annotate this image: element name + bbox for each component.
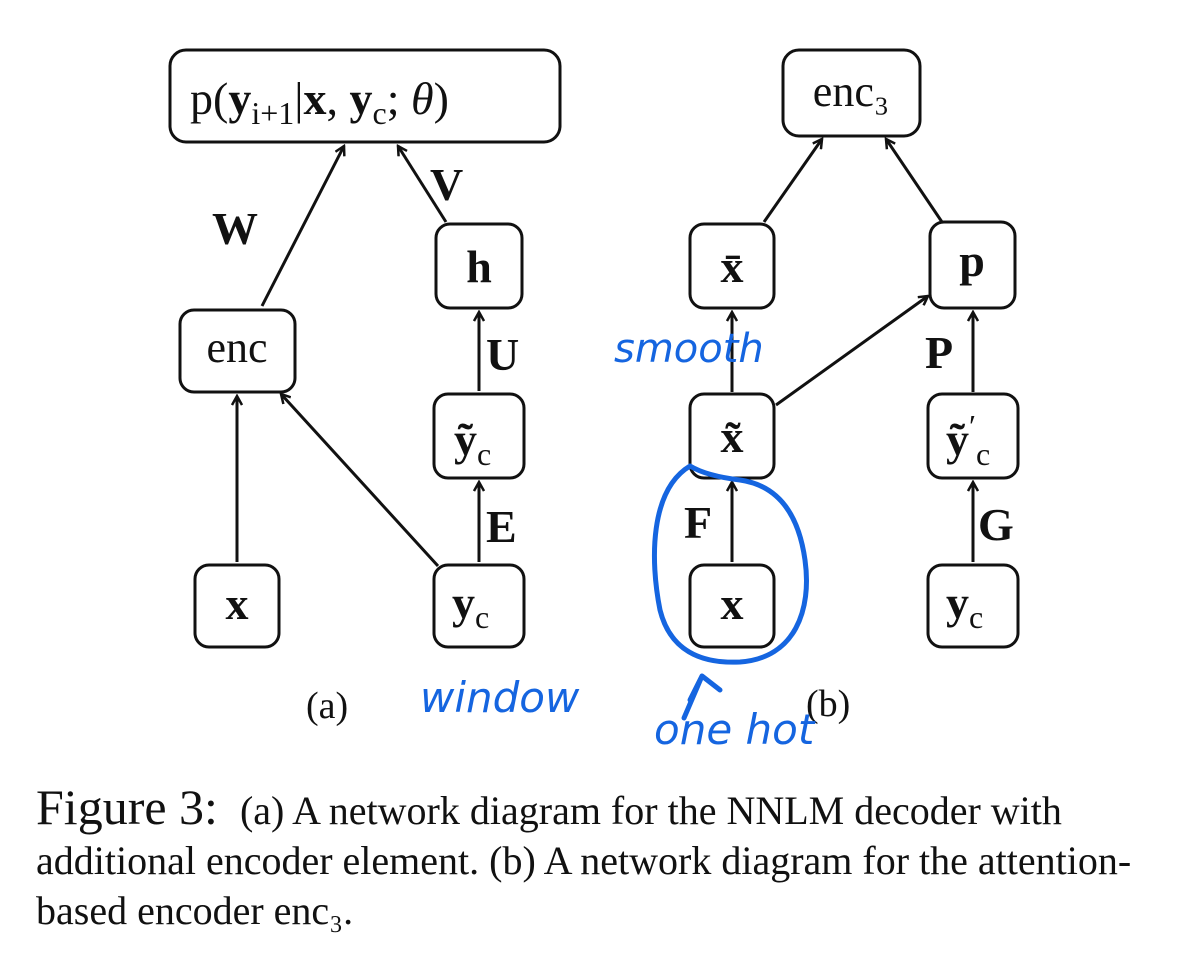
weight-G: G	[978, 499, 1014, 550]
figure-diagram: W V U E p(yi+1|x, yc; θ) enc h ỹc x yc	[168, 48, 1020, 754]
node-x-b: x	[688, 563, 776, 649]
edge-h-to-output	[398, 146, 448, 223]
edge-enc-to-output	[260, 146, 344, 307]
figure-caption: Figure 3:(a) A network diagram for the N…	[36, 782, 1146, 936]
node-x-tilde: x̃	[688, 392, 776, 480]
node-h: h	[434, 222, 524, 310]
caption-text: (a) A network diagram for the NNLM decod…	[36, 788, 1132, 933]
svg-text:x: x	[226, 578, 249, 629]
panel-b-edges	[732, 139, 973, 562]
weight-P: P	[925, 327, 953, 378]
svg-text:x̄: x̄	[721, 241, 744, 292]
edge-p-to-enc3	[886, 139, 944, 223]
svg-text:x: x	[721, 578, 744, 629]
weight-W: W	[212, 203, 258, 254]
caption-label: Figure 3:	[36, 779, 218, 835]
node-p: p	[928, 220, 1017, 310]
annotation-window: window	[420, 673, 580, 722]
svg-text:ỹ′c: ỹ′c	[946, 408, 990, 472]
annotation-circle	[651, 463, 809, 665]
node-x-bar: x̄	[688, 222, 776, 310]
svg-text:yc: yc	[452, 577, 489, 635]
svg-text:enc: enc	[206, 323, 267, 372]
svg-text:yc: yc	[946, 577, 983, 635]
node-y-tilde-c: ỹc	[432, 392, 526, 480]
handwritten-annotations: smooth window one hot	[420, 326, 816, 754]
node-enc3: enc₃	[781, 48, 922, 138]
node-y-tilde-c-prime: ỹ′c	[926, 392, 1020, 480]
annotation-pointer	[681, 673, 723, 721]
svg-text:p(yi+1|x, yc; θ): p(yi+1|x, yc; θ)	[190, 73, 449, 131]
edge-xtilde-to-p	[775, 296, 928, 407]
svg-text:x̃: x̃	[721, 411, 744, 462]
weight-V: V	[430, 159, 463, 210]
edge-xbar-to-enc3	[762, 139, 822, 223]
weight-U: U	[486, 329, 519, 380]
annotation-one-hot: one hot	[654, 705, 816, 754]
panel-b: F P G enc₃ x̄ p x̃ ỹ′c x yc	[684, 48, 1020, 725]
svg-text:ỹc: ỹc	[454, 414, 491, 472]
weight-F: F	[684, 497, 712, 548]
panel-a-label: (a)	[306, 685, 348, 727]
svg-text:h: h	[466, 241, 492, 292]
node-x: x	[193, 563, 281, 649]
weight-E: E	[486, 501, 517, 552]
node-y-c-b: yc	[926, 563, 1020, 649]
svg-text:p: p	[959, 235, 985, 286]
svg-text:enc₃: enc₃	[813, 67, 889, 116]
panel-a-edges	[237, 146, 479, 568]
node-y-c: yc	[432, 563, 526, 649]
panel-a: W V U E p(yi+1|x, yc; θ) enc h ỹc x yc	[168, 48, 562, 727]
edge-yc-to-enc	[281, 394, 440, 568]
annotation-smooth: smooth	[614, 326, 764, 372]
panel-b-label: (b)	[806, 683, 850, 725]
node-output-probability: p(yi+1|x, yc; θ)	[168, 48, 562, 144]
node-enc: enc	[178, 308, 297, 394]
